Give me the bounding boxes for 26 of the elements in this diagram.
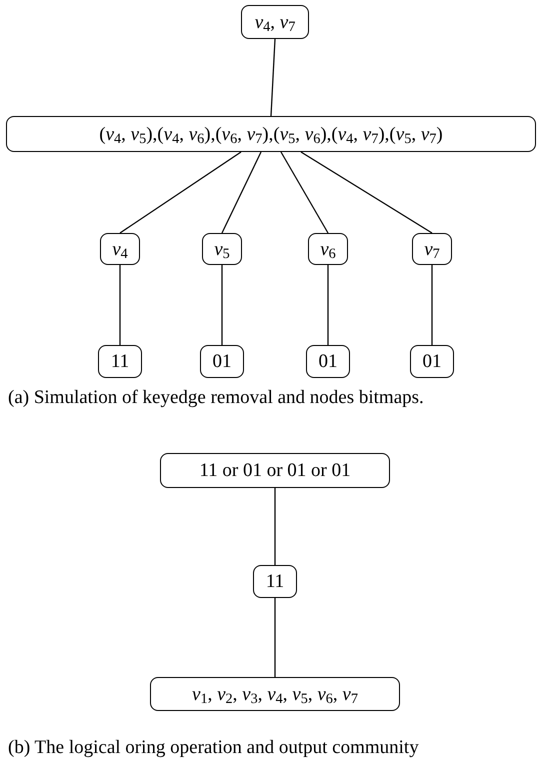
rounded-box: 11 bbox=[253, 565, 297, 598]
connector-line bbox=[120, 152, 242, 234]
subfigure-caption: (a) Simulation of keyedge removal and nodes bitmaps. bbox=[8, 386, 425, 410]
connector-line bbox=[119, 265, 121, 345]
connector-line bbox=[327, 265, 329, 345]
connector-line bbox=[280, 152, 329, 234]
rounded-box: 01 bbox=[306, 345, 350, 378]
rounded-box: v$_{5}$ bbox=[202, 233, 242, 265]
rounded-box: 01 bbox=[410, 345, 454, 378]
rounded-box: 01 bbox=[200, 345, 244, 378]
rounded-box: v$_{6}$ bbox=[308, 233, 348, 265]
subfigure-caption: (b) The logical oring operation and output community bbox=[8, 736, 420, 760]
rounded-box: (v$_{4}$, v$_{5}$),(v$_{4}$, v$_{6}$),(v$_{6}$, v$_{7}$),(v$_{5}$, v$_{6}$),(v$_{4}$, v$_{7}$),(v$_{5}$, v$_{7}$) bbox=[6, 116, 536, 152]
connector-line bbox=[274, 488, 276, 565]
connector-line bbox=[270, 38, 276, 116]
rounded-box: v$_{7}$ bbox=[412, 233, 452, 265]
connector-line bbox=[431, 265, 433, 345]
rounded-box: v$_{4}$, v$_{7}$ bbox=[241, 5, 309, 39]
rounded-box: v$_{4}$ bbox=[100, 233, 140, 265]
connector-line bbox=[300, 151, 432, 234]
connector-line bbox=[274, 598, 276, 677]
rounded-box: 11 or 01 or 01 or 01 bbox=[160, 453, 390, 488]
rounded-box: 11 bbox=[98, 345, 142, 378]
connector-line bbox=[221, 152, 262, 234]
rounded-box: v$_{1}$, v$_{2}$, v$_{3}$, v$_{4}$, v$_{5}$, v$_{6}$, v$_{7}$ bbox=[150, 677, 400, 711]
connector-line bbox=[221, 265, 223, 345]
